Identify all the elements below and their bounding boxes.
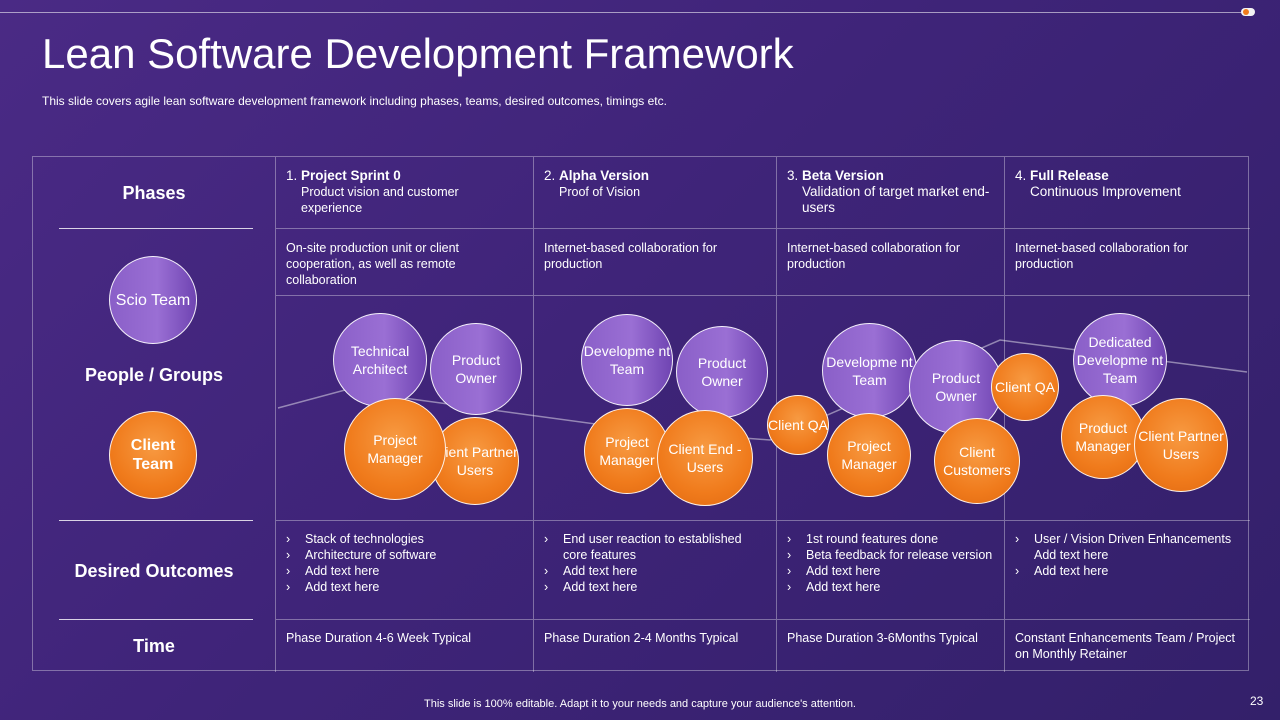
collab-cell-4: Internet-based collaboration for product… xyxy=(1005,229,1250,296)
outcome-item: Add text here xyxy=(544,579,766,595)
framework-table: Phases 1. Project Sprint 0 Product visio… xyxy=(32,156,1250,672)
client-customers-circle: Client Customers xyxy=(934,418,1020,504)
phase-cell-1: 1. Project Sprint 0 Product vision and c… xyxy=(276,157,534,229)
client-partner-users-circle: Client Partner Users xyxy=(1134,398,1228,492)
phase-subtitle: Proof of Vision xyxy=(559,185,641,199)
row-separator xyxy=(59,228,253,229)
time-cell-1: Phase Duration 4-6 Week Typical xyxy=(276,620,534,672)
outcome-item: Add text here xyxy=(544,563,766,579)
phase-subtitle: Continuous Improvement xyxy=(1030,184,1181,199)
outcome-cell-3: 1st round features done Beta feedback fo… xyxy=(777,521,1005,620)
phase-name: Beta Version xyxy=(802,168,884,183)
phase-name: Project Sprint 0 xyxy=(301,168,401,183)
outcome-cell-4: User / Vision Driven Enhancements Add te… xyxy=(1005,521,1250,620)
phase-cell-2: 2. Alpha Version Proof of Vision xyxy=(534,157,777,229)
outcome-item: Add text here xyxy=(787,579,994,595)
scio-team-circle: Scio Team xyxy=(109,256,197,344)
time-cell-2: Phase Duration 2-4 Months Typical xyxy=(534,620,777,672)
phase-subtitle: Product vision and customer experience xyxy=(301,185,459,215)
outcome-item: User / Vision Driven Enhancements Add te… xyxy=(1015,531,1240,563)
client-qa-circle: Client QA xyxy=(991,353,1059,421)
row-header-time: Time xyxy=(33,620,276,672)
phase-number: 2. xyxy=(544,168,556,183)
phase-number: 1. xyxy=(286,168,298,183)
project-manager-circle: Project Manager xyxy=(584,408,670,494)
row-label-outcomes: Desired Outcomes xyxy=(74,560,234,581)
project-manager-circle: Project Manager xyxy=(344,398,446,500)
phase-cell-4: 4. Full Release Continuous Improvement xyxy=(1005,157,1250,229)
outcome-item: Architecture of software xyxy=(286,547,523,563)
row-label-people: People / Groups xyxy=(84,365,224,385)
development-team-circle: Developme nt Team xyxy=(822,323,917,418)
client-end-users-circle: Client End - Users xyxy=(657,410,753,506)
collab-cell-3: Internet-based collaboration for product… xyxy=(777,229,1005,296)
row-label-time: Time xyxy=(133,636,175,656)
product-owner-circle: Product Owner xyxy=(430,323,522,415)
slide-subtitle: This slide covers agile lean software de… xyxy=(42,94,667,108)
outcome-item: Add text here xyxy=(787,563,994,579)
outcome-cell-1: Stack of technologies Architecture of so… xyxy=(276,521,534,620)
slide-footer: This slide is 100% editable. Adapt it to… xyxy=(424,698,856,710)
client-team-circle: Client Team xyxy=(109,411,197,499)
page-number: 23 xyxy=(1250,694,1264,708)
time-cell-3: Phase Duration 3-6Months Typical xyxy=(777,620,1005,672)
product-owner-circle: Product Owner xyxy=(676,326,768,418)
phase-name: Alpha Version xyxy=(559,168,650,183)
phase-number: 3. xyxy=(787,168,799,183)
development-team-circle: Developme nt Team xyxy=(581,314,673,406)
outcome-cell-2: End user reaction to established core fe… xyxy=(534,521,777,620)
slide-title: Lean Software Development Framework xyxy=(42,30,794,77)
row-header-outcomes: Desired Outcomes xyxy=(33,521,276,620)
collab-cell-1: On-site production unit or client cooper… xyxy=(276,229,534,296)
row-label-phases: Phases xyxy=(122,183,186,203)
outcome-item: Add text here xyxy=(1015,563,1240,579)
client-qa-circle: Client QA xyxy=(767,395,829,455)
collab-cell-2: Internet-based collaboration for product… xyxy=(534,229,777,296)
phase-subtitle: Validation of target market end-users xyxy=(802,184,990,215)
product-manager-circle: Product Manager xyxy=(1061,395,1145,479)
outcome-item: 1st round features done xyxy=(787,531,994,547)
dedicated-development-team-circle: Dedicated Developme nt Team xyxy=(1073,313,1167,407)
row-separator xyxy=(59,520,253,521)
row-header-people: People / Groups xyxy=(33,229,276,521)
row-separator xyxy=(59,619,253,620)
slide-progress-icon xyxy=(1241,8,1255,16)
outcome-item: Beta feedback for release version xyxy=(787,547,994,563)
project-manager-circle: Project Manager xyxy=(827,413,911,497)
phase-name: Full Release xyxy=(1030,168,1109,183)
top-rule xyxy=(0,12,1242,13)
team-cell-4 xyxy=(1005,296,1250,521)
outcome-item: Add text here xyxy=(286,563,523,579)
phase-number: 4. xyxy=(1015,168,1027,183)
outcome-item: Add text here xyxy=(286,579,523,595)
team-cell-1 xyxy=(276,296,534,521)
time-cell-4: Constant Enhancements Team / Project on … xyxy=(1015,631,1236,661)
outcome-item: End user reaction to established core fe… xyxy=(544,531,766,563)
technical-architect-circle: Technical Architect xyxy=(333,313,427,407)
row-header-phases: Phases xyxy=(33,157,276,229)
outcome-item: Stack of technologies xyxy=(286,531,523,547)
phase-cell-3: 3. Beta Version Validation of target mar… xyxy=(777,157,1005,229)
client-partner-users-circle: Client Partner Users xyxy=(431,417,519,505)
